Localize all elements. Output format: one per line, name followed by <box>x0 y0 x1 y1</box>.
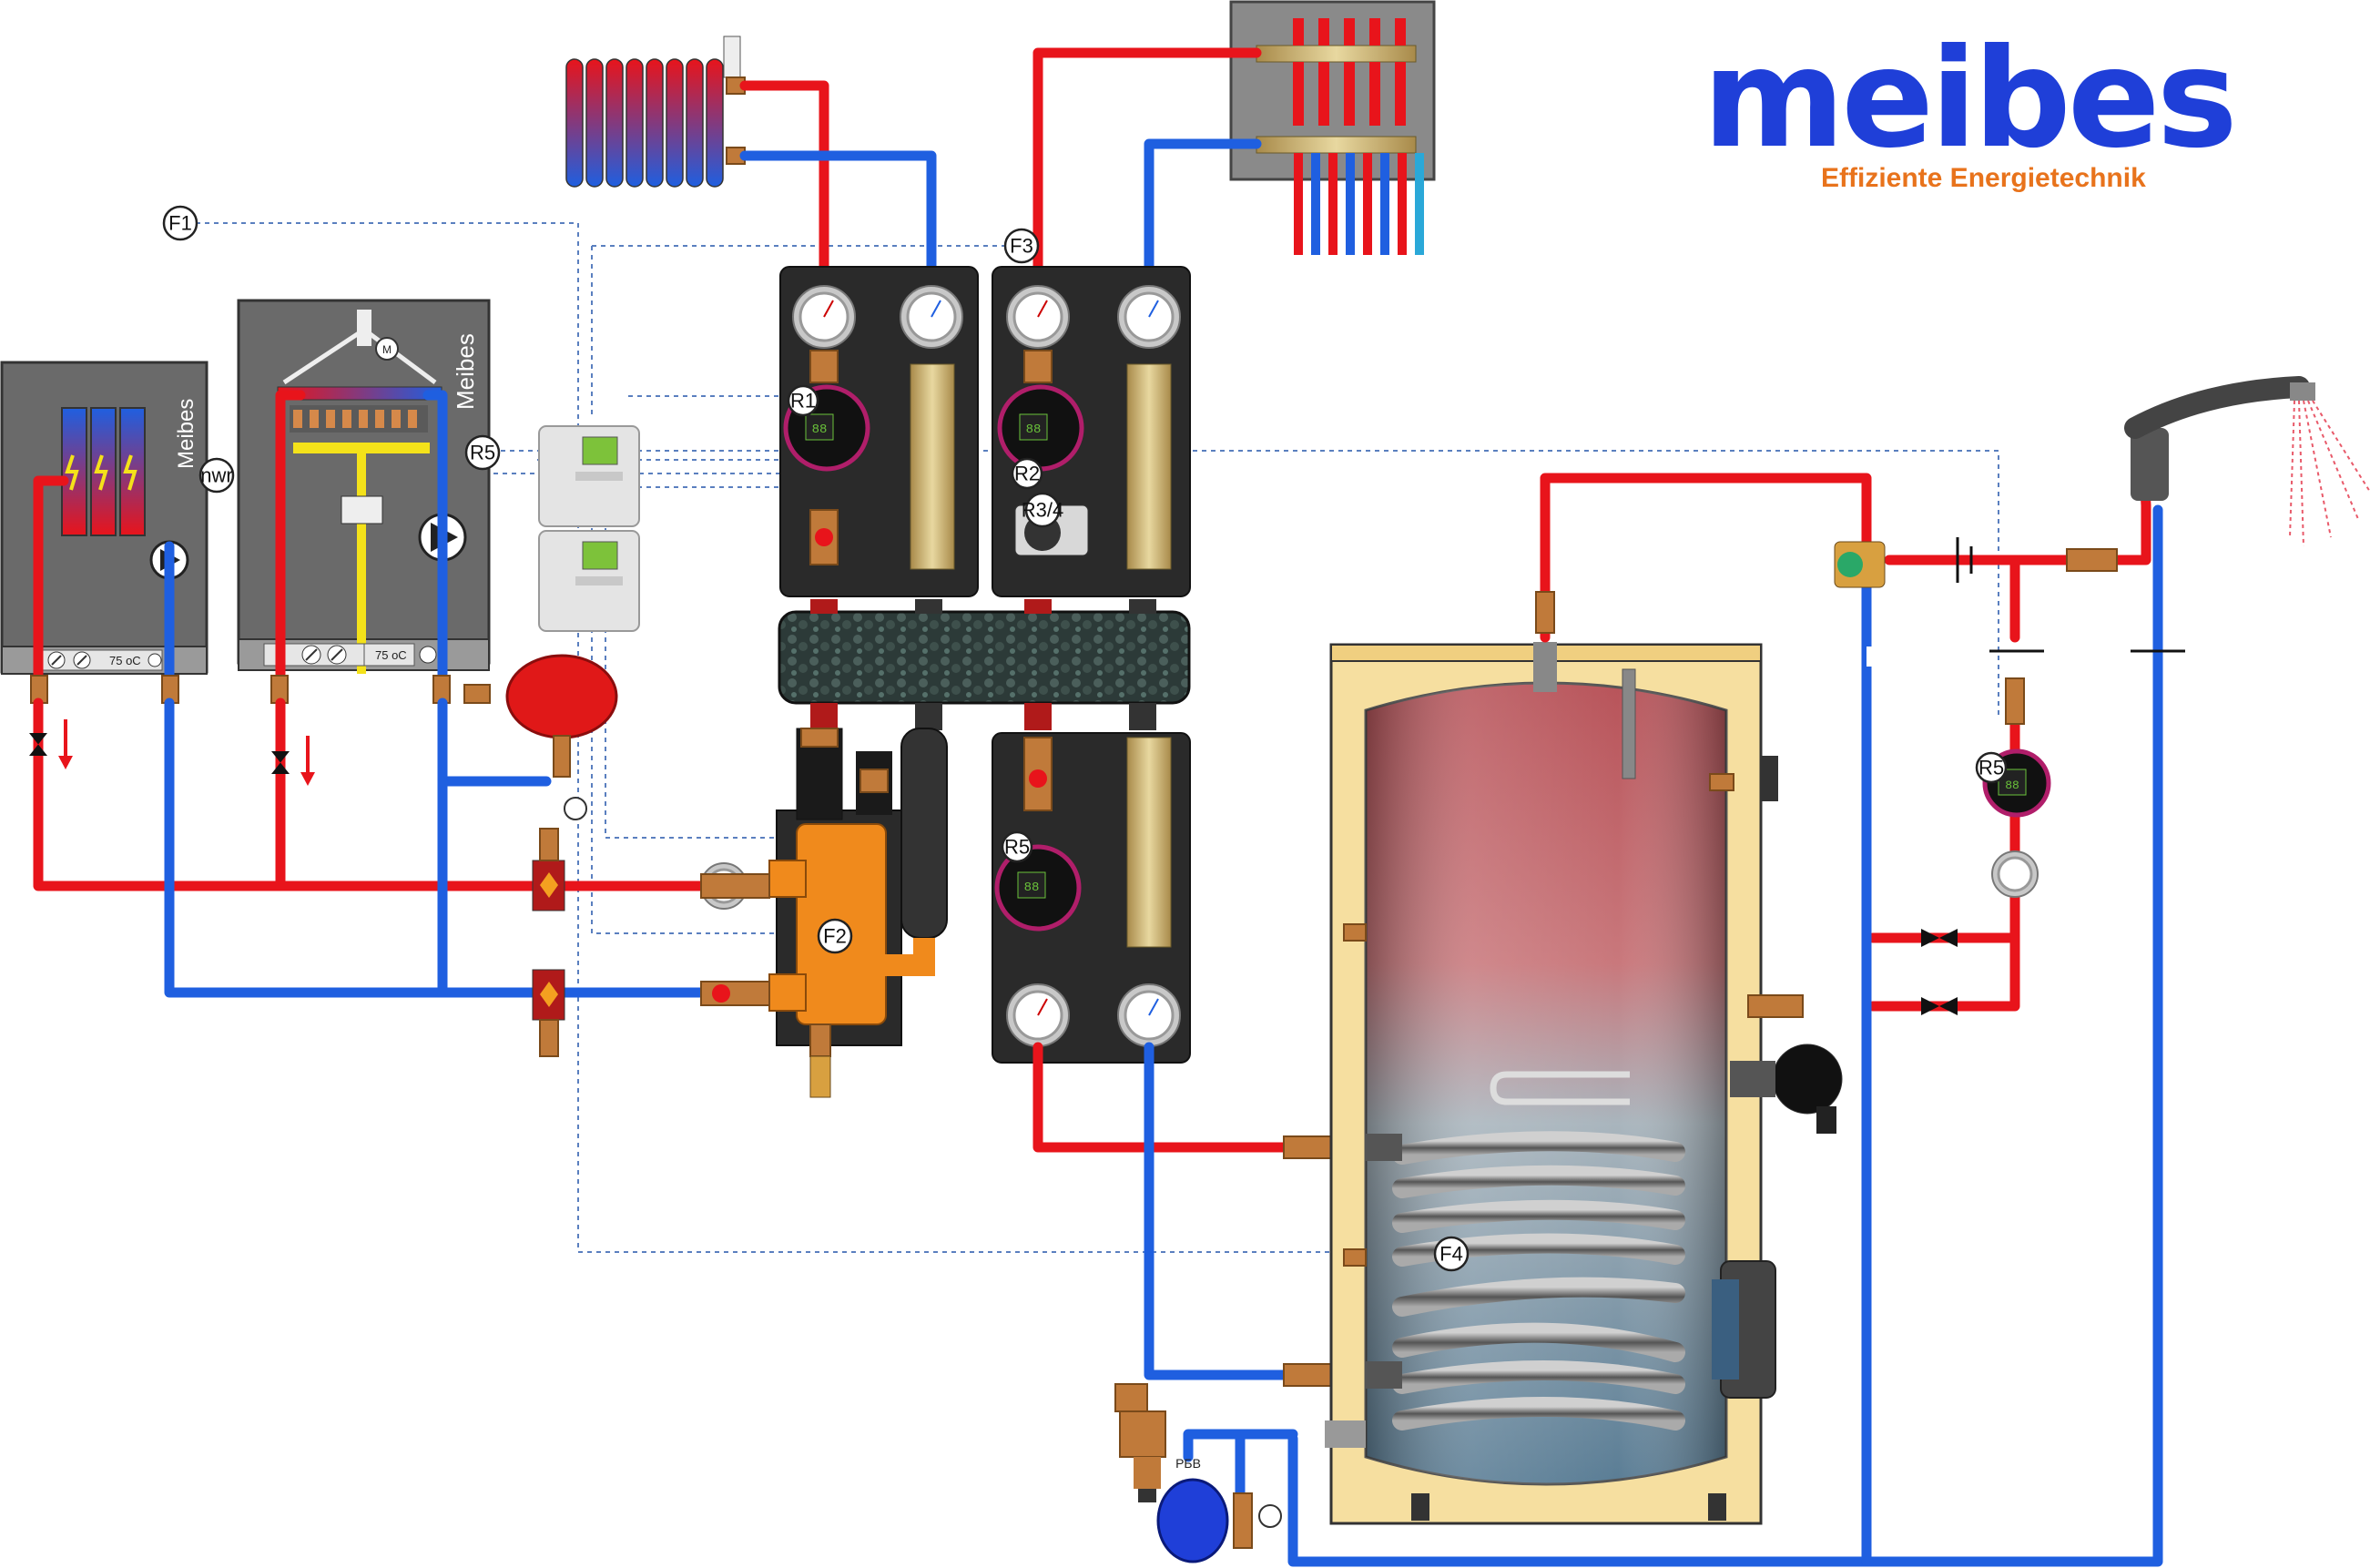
coil-circuit-pipes <box>1032 1042 1335 1387</box>
logo-tagline: Effiziente Energietechnik <box>1821 163 2146 193</box>
label-f1-text: F1 <box>168 212 192 235</box>
logo-brand: meibes <box>1703 20 2234 178</box>
electric-boiler-display: 75 oC <box>109 654 141 667</box>
gas-boiler-brand: Meibes <box>452 333 479 410</box>
electric-boiler: Meibes 75 oC <box>0 361 209 704</box>
distribution-manifold <box>778 599 1191 730</box>
valve-icon <box>29 733 47 756</box>
valve-icon <box>271 751 290 774</box>
pump-r5-display: 88 <box>1024 881 1040 895</box>
rbv-label: PБB <box>1175 1456 1201 1471</box>
label-f4-text: F4 <box>1439 1243 1463 1266</box>
boiler-circuit-pipes <box>29 697 707 1057</box>
nwr-label-text: nwr <box>200 464 232 487</box>
check-valve-icon <box>1921 997 1939 1015</box>
recirculation-pump: 88 <box>1982 677 2051 898</box>
faucet-icon <box>2124 376 2370 547</box>
label-f4: F4 <box>1433 1236 1470 1272</box>
nwr-label: nwr <box>198 457 235 494</box>
upper-circuit-pipes <box>739 47 1262 279</box>
label-r1: R1 <box>787 384 819 417</box>
label-r5-controller-text: R5 <box>470 442 495 464</box>
expansion-vessel <box>505 654 618 820</box>
label-r5-recirc-text: R5 <box>1978 757 2004 779</box>
label-f3: F3 <box>1003 228 1040 264</box>
label-f2: F2 <box>817 918 853 954</box>
label-r3-4-text: R3/4 <box>1022 499 1063 522</box>
label-f2-text: F2 <box>823 925 847 948</box>
label-r5-module: R5 <box>1001 830 1033 863</box>
separator-inlet-fittings <box>700 862 770 1006</box>
sensor-wires <box>196 222 1999 1253</box>
label-f3-text: F3 <box>1010 235 1033 258</box>
gas-boiler: M Meibes 75 oC <box>237 299 491 704</box>
dhw-storage-tank <box>1325 642 1843 1525</box>
pump-module-r1: 88 <box>779 266 979 597</box>
label-r5-controller: R5 <box>464 434 501 471</box>
pressure-gauge-icon <box>1258 1504 1282 1528</box>
pump-r2-display: 88 <box>1026 423 1042 437</box>
pump-r1-display: 88 <box>812 423 828 437</box>
dhw-expansion-vessel <box>1156 1478 1229 1563</box>
pump-module-r2: 88 <box>992 266 1191 597</box>
pump-recirc-display: 88 <box>2005 779 2019 792</box>
label-r5-module-text: R5 <box>1004 836 1030 859</box>
gas-boiler-motor-label: M <box>382 343 392 356</box>
controller-lower <box>538 530 640 632</box>
hydraulic-separator <box>768 728 948 1098</box>
label-f1: F1 <box>162 205 198 241</box>
electric-heater-icon <box>1772 1044 1843 1115</box>
label-r3-4: R3/4 <box>1022 492 1063 528</box>
dhw-safety-group: PБB <box>1114 1383 1298 1563</box>
underfloor-manifold <box>1229 0 1436 255</box>
pump-module-r5: 88 <box>992 732 1191 1064</box>
meibes-logo: meibes Effiziente Energietechnik <box>1703 20 2238 193</box>
motor-icon <box>375 337 399 361</box>
pressure-gauge-icon <box>564 797 587 820</box>
electric-boiler-brand: Meibes <box>174 399 198 469</box>
label-r1-text: R1 <box>790 390 816 412</box>
controller-upper <box>538 425 640 527</box>
label-r2: R2 <box>1011 457 1043 490</box>
label-r5-recirc: R5 <box>1975 751 2008 784</box>
check-valve-icon <box>1921 929 1939 947</box>
label-r2-text: R2 <box>1014 463 1040 485</box>
radiator <box>565 36 746 188</box>
gas-boiler-display: 75 oC <box>375 648 407 662</box>
